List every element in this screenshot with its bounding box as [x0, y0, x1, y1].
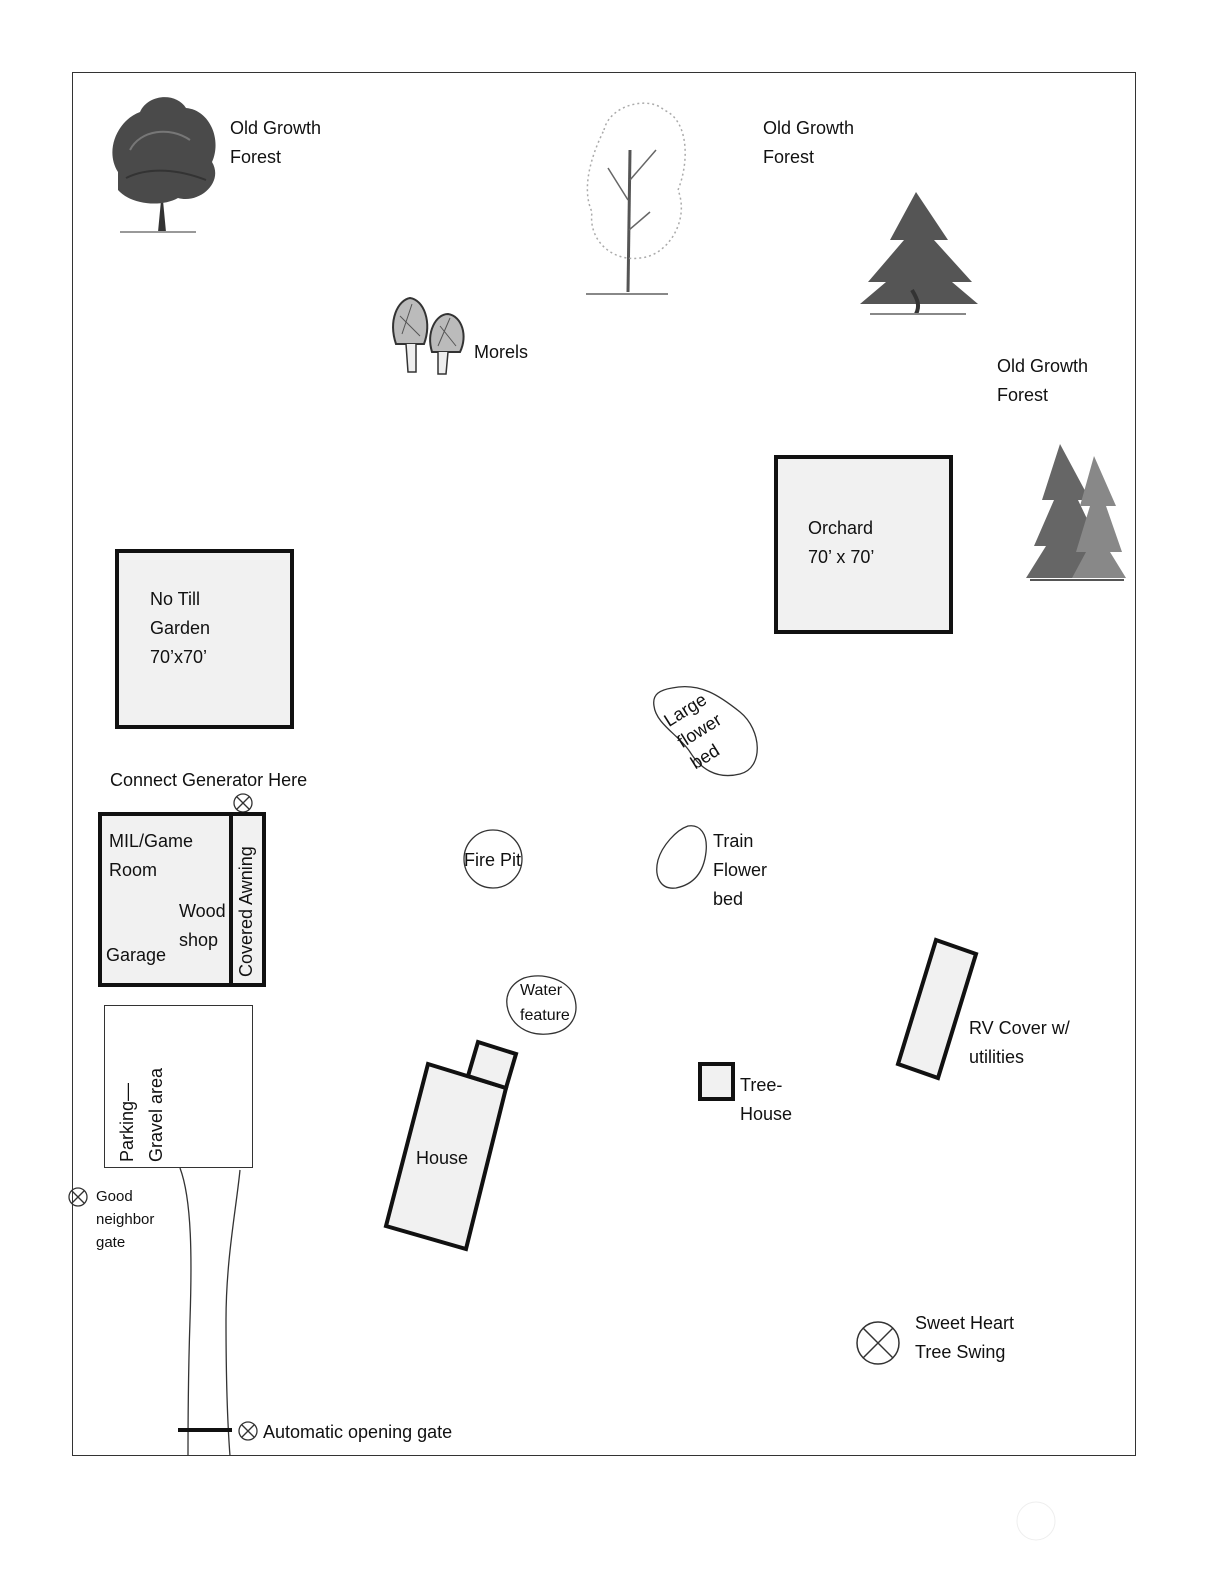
marker-x-icon	[238, 1421, 258, 1441]
orchard-box	[774, 455, 953, 634]
morels-label: Morels	[474, 342, 529, 362]
train-flower-bed-label: Train Flower bed	[713, 831, 768, 909]
tree-house-box	[698, 1062, 735, 1101]
birch-tree-icon	[586, 102, 686, 295]
forest-label-3: Old Growth Forest	[997, 356, 1089, 405]
neighbor-gate-label: Good neighbor gate	[96, 1188, 155, 1251]
parking-label: Parking— Gravel area	[117, 1067, 166, 1162]
auto-gate-label: Automatic opening gate	[263, 1422, 453, 1442]
faint-circle	[1016, 1501, 1056, 1541]
rv-cover-label: RV Cover w/ utilities	[969, 1018, 1070, 1067]
water-feature-label: Water feature	[520, 982, 570, 1024]
wood-shop-label: Wood shop	[179, 901, 226, 950]
deciduous-tree-icon	[112, 97, 216, 233]
forest-label-2: Old Growth Forest	[763, 118, 855, 167]
marker-x-icon	[233, 793, 253, 813]
garden-label: No Till Garden 70’x70’	[150, 589, 211, 667]
rv-cover-building	[895, 937, 979, 1081]
fire-pit-circle	[463, 829, 523, 889]
large-flower-bed-outline	[653, 686, 758, 777]
house-label: House	[416, 1148, 469, 1168]
tree-house-label: Tree- House	[740, 1075, 793, 1124]
house-building	[383, 1039, 519, 1252]
awning-divider	[229, 812, 233, 987]
garden-box	[115, 549, 294, 729]
driveway-left-edge	[179, 1167, 192, 1457]
marker-x-icon	[856, 1321, 900, 1365]
water-feature-outline	[506, 975, 577, 1035]
garage-building	[98, 812, 266, 987]
morel-mushroom-icon	[392, 296, 465, 375]
fire-pit-label: Fire Pit	[464, 850, 522, 870]
marker-x-icon	[68, 1187, 88, 1207]
train-flower-bed-outline	[656, 825, 707, 889]
orchard-label: Orchard 70’ x 70’	[808, 518, 875, 567]
mil-room-label: MIL/Game Room	[109, 831, 194, 880]
parking-area	[104, 1005, 253, 1168]
generator-label: Connect Generator Here	[110, 770, 308, 790]
sweetheart-swing-label: Sweet Heart Tree Swing	[915, 1313, 1015, 1362]
driveway-right-edge	[225, 1169, 241, 1457]
pine-tree-icon	[860, 192, 978, 315]
property-boundary	[72, 72, 1136, 1456]
garage-label: Garage	[106, 945, 167, 965]
fir-trees-icon	[1026, 444, 1126, 581]
covered-awning-label: Covered Awning	[236, 846, 256, 977]
forest-label-1: Old Growth Forest	[230, 118, 322, 167]
